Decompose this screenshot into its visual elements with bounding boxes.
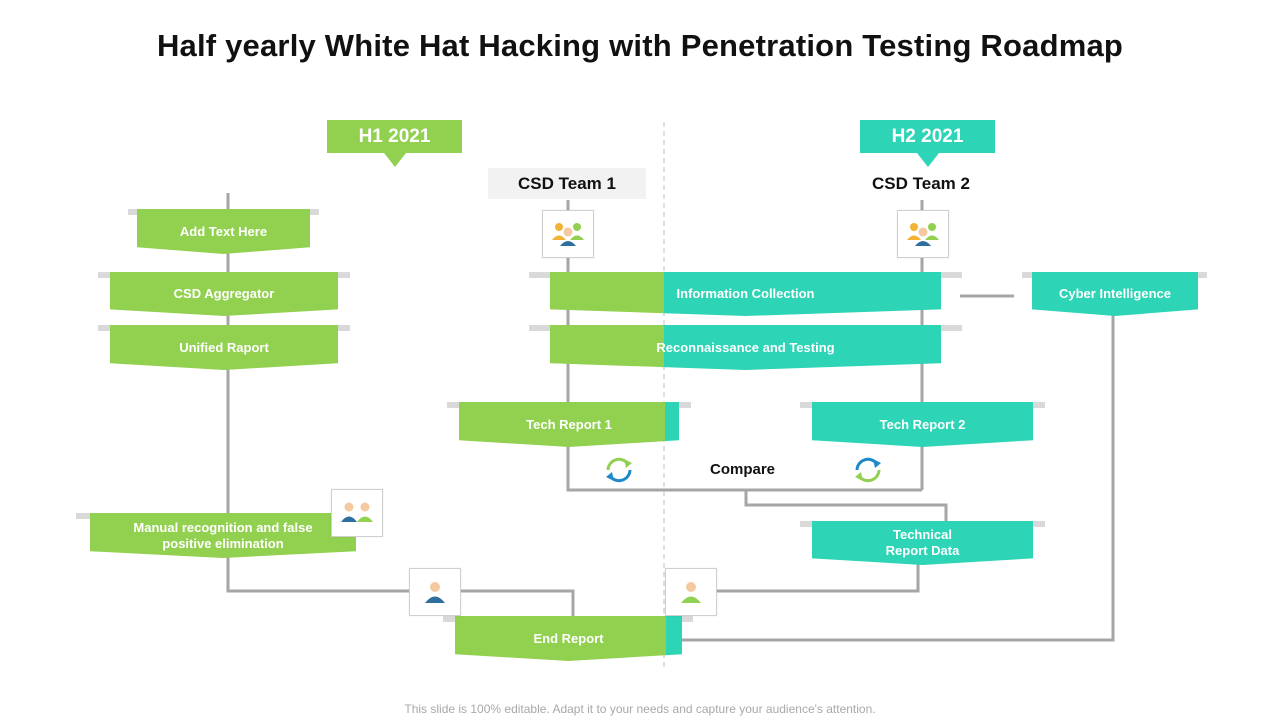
page-title: Half yearly White Hat Hacking with Penet… bbox=[156, 28, 1124, 63]
banner-cyber-intelligence: Cyber Intelligence bbox=[1032, 272, 1198, 316]
banner-information-collection: Information Collection bbox=[550, 272, 941, 316]
footer-note: This slide is 100% editable. Adapt it to… bbox=[404, 702, 876, 716]
period-tag-h1: H1 2021 bbox=[327, 120, 462, 167]
banner-technical-report-data-label: Technical Report Data bbox=[885, 527, 960, 558]
team-2-header: CSD Team 2 bbox=[872, 174, 970, 193]
banner-csd-aggregator: CSD Aggregator bbox=[110, 272, 338, 316]
banner-reconnaissance-label: Reconnaissance and Testing bbox=[656, 339, 835, 355]
cycle-arrows-icon bbox=[606, 457, 632, 483]
banner-end-report: End Report bbox=[455, 616, 682, 661]
person-icon bbox=[409, 568, 461, 616]
period-tag-h2: H2 2021 bbox=[860, 120, 995, 167]
banner-manual-recognition: Manual recognition and false positive el… bbox=[90, 513, 356, 558]
down-arrow-icon bbox=[383, 153, 406, 167]
banner-tech-report-2: Tech Report 2 bbox=[812, 402, 1033, 447]
banner-tech-report-1: Tech Report 1 bbox=[459, 402, 679, 447]
banner-add-text: Add Text Here bbox=[137, 209, 310, 254]
period-label-h2: H2 2021 bbox=[891, 126, 964, 147]
cycle-arrows-icon bbox=[855, 457, 881, 483]
two-people-icon bbox=[331, 489, 383, 537]
banner-technical-report-data: Technical Report Data bbox=[812, 521, 1033, 565]
banner-unified-report: Unified Raport bbox=[110, 325, 338, 370]
period-label-h1: H1 2021 bbox=[358, 126, 431, 147]
down-arrow-icon bbox=[916, 153, 939, 167]
banner-end-report-label: End Report bbox=[533, 630, 604, 646]
compare-label: Compare bbox=[710, 461, 776, 478]
team-1-header: CSD Team 1 bbox=[488, 168, 646, 199]
person-icon bbox=[665, 568, 717, 616]
banner-reconnaissance: Reconnaissance and Testing bbox=[550, 325, 941, 370]
team-group-icon bbox=[542, 210, 594, 258]
team-group-icon bbox=[897, 210, 949, 258]
banner-manual-recognition-label: Manual recognition and false positive el… bbox=[133, 519, 313, 551]
banner-information-collection-label: Information Collection bbox=[676, 286, 815, 301]
banner-tech-report-1-label: Tech Report 1 bbox=[526, 416, 612, 432]
